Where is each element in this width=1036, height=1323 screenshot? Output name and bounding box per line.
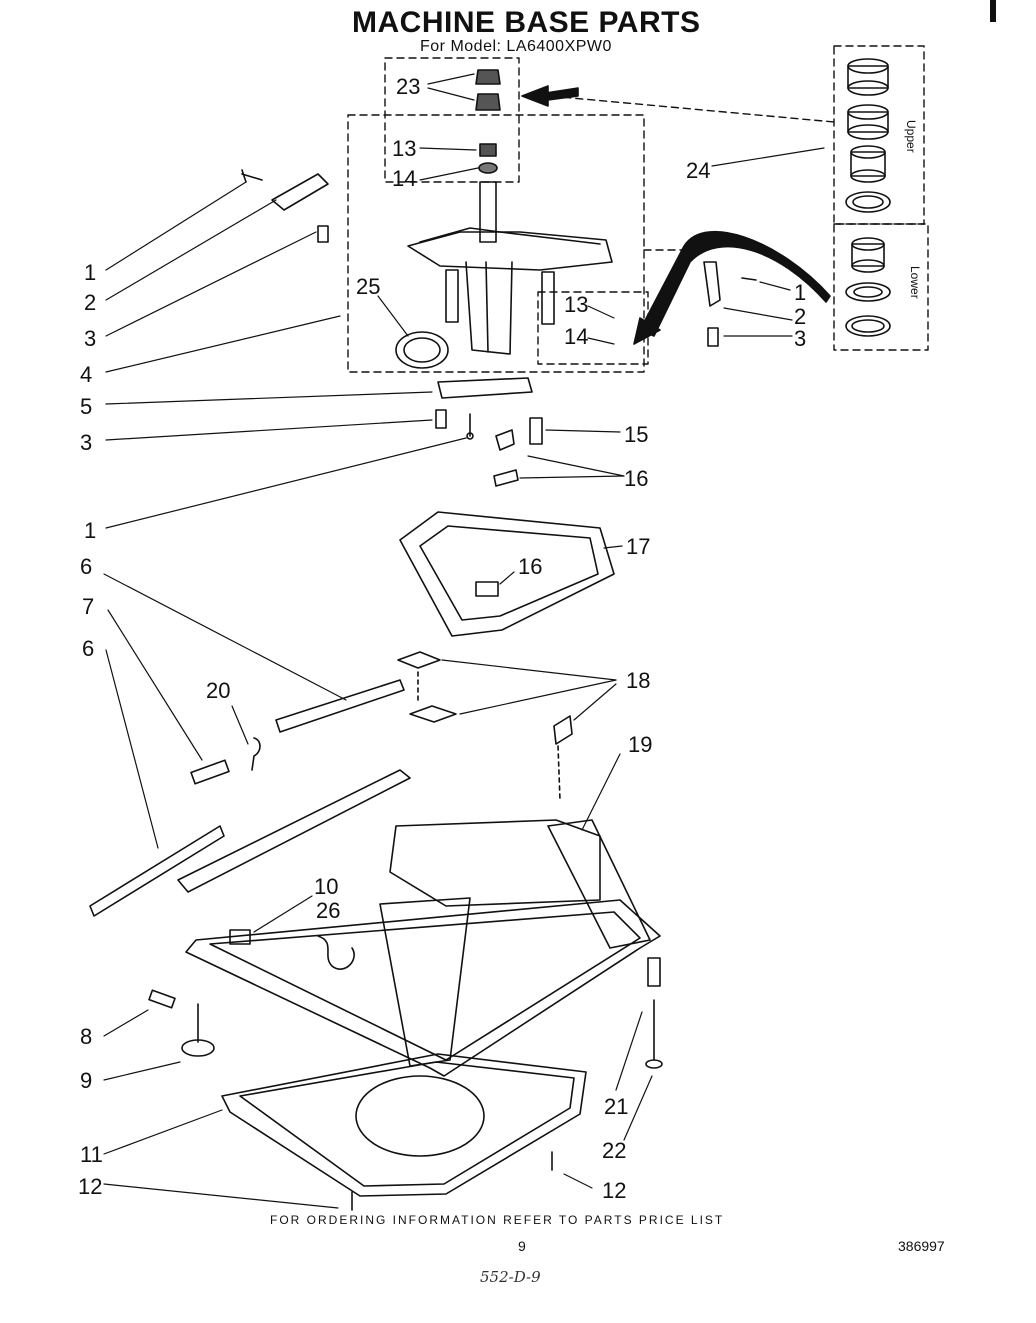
cap-parts — [475, 69, 501, 174]
base-pan — [221, 1053, 587, 1197]
callout-1: 1 — [84, 260, 96, 285]
callout-2: 2 — [84, 290, 96, 315]
page-title: MACHINE BASE PARTS — [352, 6, 701, 39]
callout-6: 6 — [80, 554, 92, 579]
model-subtitle: For Model: LA6400XPW0 — [420, 38, 612, 55]
callout-13: 13 — [564, 292, 588, 317]
callout-15: 15 — [624, 422, 648, 447]
callout-14: 14 — [564, 324, 588, 349]
callout-17: 17 — [626, 534, 650, 559]
callout-12: 12 — [602, 1178, 626, 1203]
callout-18: 18 — [626, 668, 650, 693]
snubber-pads — [397, 651, 573, 801]
document-number: 386997 — [898, 1238, 945, 1254]
callout-6: 6 — [82, 636, 94, 661]
right-clip — [703, 261, 757, 347]
callout-9: 9 — [80, 1068, 92, 1093]
transmission-group-box — [347, 114, 645, 373]
callout-16: 16 — [518, 554, 542, 579]
bearing-pointer-head — [633, 317, 661, 345]
side-rails — [89, 679, 405, 917]
leveling-hardware — [148, 929, 663, 1211]
callout-21: 21 — [604, 1094, 628, 1119]
top-cap-group-box — [384, 57, 520, 183]
upper-bearings — [845, 58, 891, 213]
upper-bearings-label: Upper — [904, 120, 918, 153]
callout-5: 5 — [80, 394, 92, 419]
transmission-spider — [395, 181, 613, 369]
mid-bracket-hardware — [435, 377, 543, 487]
handwritten-note: 552-D-9 — [480, 1268, 541, 1286]
callout-1: 1 — [794, 280, 806, 305]
callout-1: 1 — [84, 518, 96, 543]
callout-16: 16 — [624, 466, 648, 491]
callout-3: 3 — [794, 326, 806, 351]
callout-10: 10 — [314, 874, 338, 899]
callout-13: 13 — [392, 136, 416, 161]
dashed-group-boxes — [347, 45, 929, 373]
leader-lines — [103, 73, 825, 1209]
suspension-frame — [399, 511, 615, 637]
callout-3: 3 — [84, 326, 96, 351]
callout-11: 11 — [80, 1142, 103, 1167]
lower-bearings-label: Lower — [908, 266, 922, 299]
callout-20: 20 — [206, 678, 230, 703]
callout-26: 26 — [316, 898, 340, 923]
callout-4: 4 — [80, 362, 92, 387]
callout-24: 24 — [686, 158, 710, 183]
callout-12: 12 — [78, 1174, 102, 1199]
upper-left-clip — [241, 169, 329, 243]
lower-bearings — [845, 237, 891, 337]
callout-14: 14 — [392, 166, 416, 191]
callout-2: 2 — [794, 304, 806, 329]
ordering-note: FOR ORDERING INFORMATION REFER TO PARTS … — [270, 1213, 725, 1227]
callout-25: 25 — [356, 274, 380, 299]
callout-7: 7 — [82, 594, 94, 619]
callout-3: 3 — [80, 430, 92, 455]
callout-22: 22 — [602, 1138, 626, 1163]
bearing-kit-upper-box — [833, 45, 925, 225]
base-frame — [177, 769, 661, 1077]
callout-19: 19 — [628, 732, 652, 757]
corner-registration-mark — [990, 0, 996, 22]
bearing-kit-lower-box — [833, 223, 929, 351]
page-number: 9 — [518, 1238, 526, 1254]
callout-8: 8 — [80, 1024, 92, 1049]
callout-23: 23 — [396, 74, 420, 99]
